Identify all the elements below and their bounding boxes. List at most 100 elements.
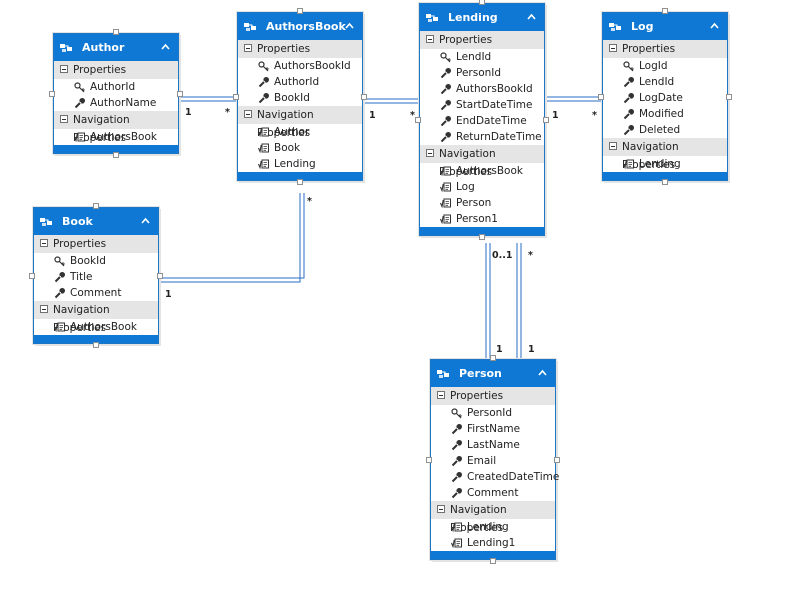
resize-handle-bottom[interactable]: [479, 234, 485, 240]
resize-handle-right[interactable]: [726, 94, 732, 100]
resize-handle-right[interactable]: [554, 457, 560, 463]
property-item[interactable]: LogId: [603, 58, 727, 74]
resize-handle-bottom[interactable]: [113, 152, 119, 158]
property-item[interactable]: LastName: [431, 437, 555, 453]
navigation-item[interactable]: AuthorsBook: [34, 319, 158, 335]
resize-handle-left[interactable]: [415, 117, 421, 123]
collapse-chevron-icon[interactable]: [345, 22, 354, 29]
property-item[interactable]: CreatedDateTime: [431, 469, 559, 485]
navigation-section-header[interactable]: Navigation Properties: [603, 138, 727, 171]
property-item[interactable]: BookId: [34, 253, 158, 269]
resize-handle-right[interactable]: [177, 91, 183, 97]
property-item[interactable]: BookId: [238, 90, 362, 106]
properties-section-header[interactable]: Properties: [420, 31, 544, 49]
property-item[interactable]: AuthorsBookId: [420, 81, 544, 97]
collapse-box-icon[interactable]: [609, 142, 617, 150]
navigation-item[interactable]: Lending: [603, 156, 727, 172]
collapse-box-icon[interactable]: [437, 391, 445, 399]
collapse-box-icon[interactable]: [40, 239, 48, 247]
entity-header[interactable]: Book: [34, 208, 158, 235]
collapse-box-icon[interactable]: [437, 505, 445, 513]
collapse-chevron-icon[interactable]: [710, 22, 719, 29]
properties-section-header[interactable]: Properties: [603, 40, 727, 58]
collapse-chevron-icon[interactable]: [141, 217, 150, 224]
collapse-box-icon[interactable]: [60, 65, 68, 73]
navigation-item[interactable]: Person: [420, 195, 544, 211]
property-item[interactable]: Modified: [603, 106, 727, 122]
resize-handle-top[interactable]: [479, 0, 485, 5]
resize-handle-right[interactable]: [543, 117, 549, 123]
collapse-box-icon[interactable]: [40, 305, 48, 313]
property-item[interactable]: EndDateTime: [420, 113, 544, 129]
collapse-chevron-icon[interactable]: [161, 43, 170, 50]
property-item[interactable]: LendId: [603, 74, 727, 90]
collapse-chevron-icon[interactable]: [538, 369, 547, 376]
property-item[interactable]: AuthorId: [238, 74, 362, 90]
resize-handle-bottom[interactable]: [297, 179, 303, 185]
entity-header[interactable]: Log: [603, 13, 727, 40]
navigation-item[interactable]: Author: [238, 124, 362, 140]
navigation-section-header[interactable]: Navigation Properties: [420, 145, 544, 178]
property-item[interactable]: FirstName: [431, 421, 555, 437]
properties-section-header[interactable]: Properties: [34, 235, 158, 253]
collapse-chevron-icon[interactable]: [527, 13, 536, 20]
resize-handle-top[interactable]: [297, 8, 303, 14]
property-item[interactable]: ReturnDateTime: [420, 129, 544, 145]
properties-section-header[interactable]: Properties: [54, 61, 178, 79]
resize-handle-top[interactable]: [490, 355, 496, 361]
resize-handle-top[interactable]: [93, 203, 99, 209]
navigation-item[interactable]: Lending1: [431, 535, 555, 551]
resize-handle-left[interactable]: [426, 457, 432, 463]
navigation-item[interactable]: Lending: [431, 519, 555, 535]
resize-handle-bottom[interactable]: [93, 342, 99, 348]
navigation-section-header[interactable]: Navigation Properties: [34, 301, 158, 334]
collapse-box-icon[interactable]: [426, 149, 434, 157]
property-item[interactable]: LogDate: [603, 90, 727, 106]
collapse-box-icon[interactable]: [244, 110, 252, 118]
resize-handle-top[interactable]: [113, 29, 119, 35]
resize-handle-left[interactable]: [49, 91, 55, 97]
collapse-box-icon[interactable]: [244, 44, 252, 52]
collapse-box-icon[interactable]: [426, 35, 434, 43]
resize-handle-right[interactable]: [361, 94, 367, 100]
property-item[interactable]: Title: [34, 269, 158, 285]
property-item[interactable]: PersonId: [431, 405, 555, 421]
entity-header[interactable]: Lending: [420, 4, 544, 31]
resize-handle-bottom[interactable]: [662, 179, 668, 185]
collapse-box-icon[interactable]: [609, 44, 617, 52]
navigation-item[interactable]: Person1: [420, 211, 544, 227]
property-item[interactable]: AuthorsBookId: [238, 58, 362, 74]
navigation-item[interactable]: Book: [238, 140, 362, 156]
entity-header[interactable]: Author: [54, 34, 178, 61]
resize-handle-left[interactable]: [598, 94, 604, 100]
resize-handle-right[interactable]: [157, 273, 163, 279]
navigation-section-header[interactable]: Navigation Properties: [431, 501, 555, 534]
navigation-section-header[interactable]: Navigation Properties: [54, 111, 178, 144]
resize-handle-left[interactable]: [29, 273, 35, 279]
navigation-item[interactable]: AuthorsBook: [420, 163, 544, 179]
property-item[interactable]: PersonId: [420, 65, 544, 81]
collapse-box-icon[interactable]: [60, 115, 68, 123]
navigation-item[interactable]: AuthorsBook: [54, 129, 178, 145]
navigation-item[interactable]: Lending: [238, 156, 362, 172]
property-item[interactable]: StartDateTime: [420, 97, 544, 113]
property-item[interactable]: Email: [431, 453, 555, 469]
entity-header[interactable]: Person: [431, 360, 555, 387]
property-item[interactable]: AuthorName: [54, 95, 178, 111]
properties-section-header[interactable]: Properties: [431, 387, 555, 405]
properties-section-header[interactable]: Properties: [238, 40, 362, 58]
resize-handle-bottom[interactable]: [490, 558, 496, 564]
resize-handle-left[interactable]: [233, 94, 239, 100]
property-item[interactable]: Comment: [34, 285, 158, 301]
resize-handle-top[interactable]: [662, 8, 668, 14]
navigation-item[interactable]: Log: [420, 179, 544, 195]
entity-header[interactable]: AuthorsBook: [238, 13, 362, 40]
navigation-section-header[interactable]: Navigation Properties: [238, 106, 362, 139]
property-item[interactable]: Deleted: [603, 122, 727, 138]
